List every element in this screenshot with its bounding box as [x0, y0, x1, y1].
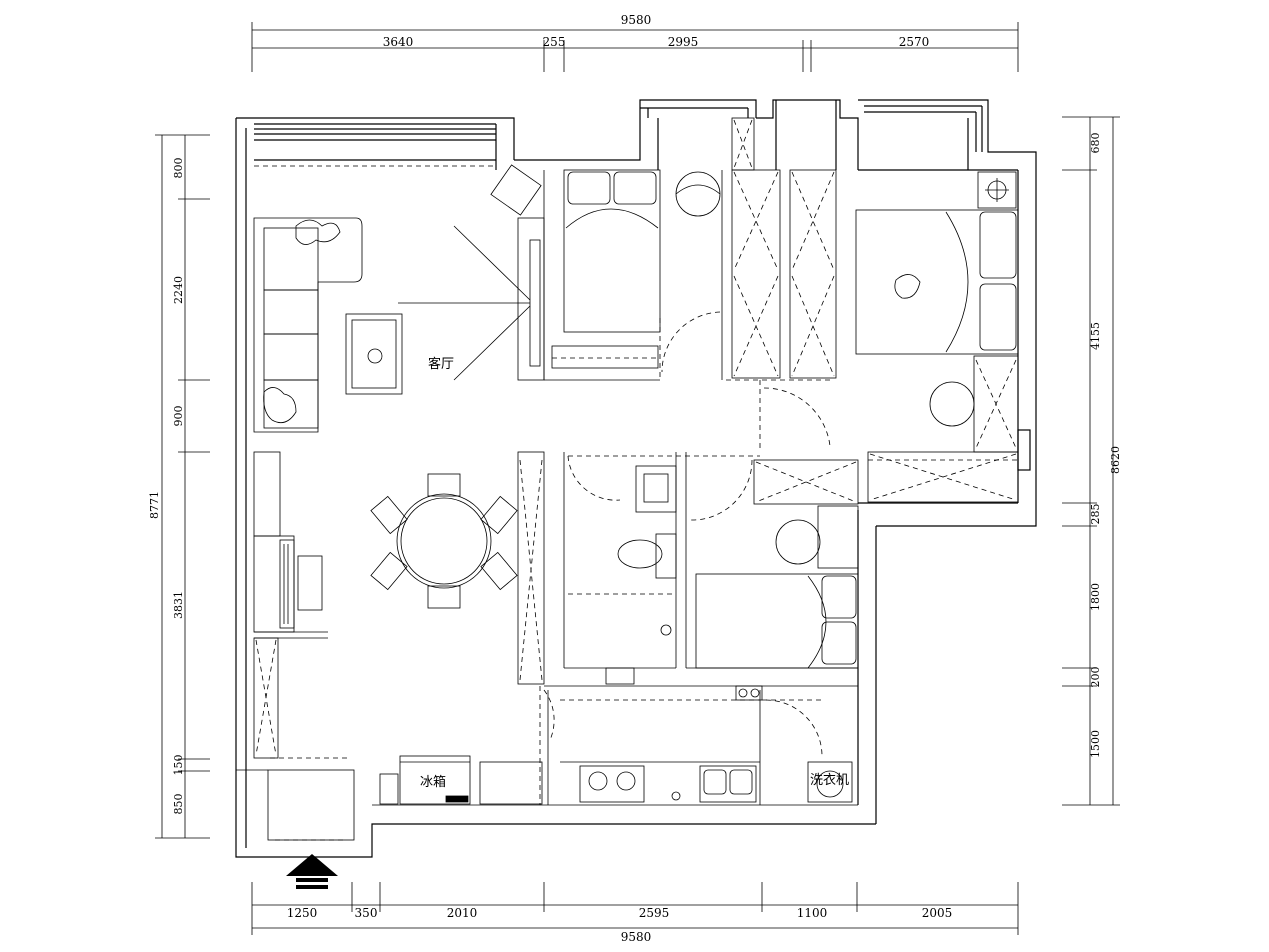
armchair-master — [929, 381, 975, 427]
gas-meter — [735, 685, 763, 701]
right-total-dimension: 8620 — [1109, 446, 1122, 474]
top-dimension-4: 2570 — [899, 35, 930, 49]
bottom-dimension-2: 350 — [355, 906, 378, 920]
outer-walls — [235, 99, 1037, 858]
top-total-dimension: 9580 — [621, 13, 652, 27]
stove — [579, 765, 681, 803]
door-swings — [543, 311, 831, 757]
left-dimension-chain — [155, 134, 210, 839]
armchair-3 — [775, 505, 859, 569]
bathroom — [617, 465, 677, 636]
left-dimension-2: 2240 — [172, 276, 185, 304]
right-dimension-2: 4155 — [1089, 322, 1102, 350]
left-dimension-6: 850 — [172, 794, 185, 815]
entry-arrow-icon — [286, 854, 338, 889]
bottom-dimension-4: 2595 — [639, 906, 670, 920]
bed-1 — [563, 169, 661, 333]
washing-machine — [807, 761, 853, 803]
washer-label: 洗衣机 — [810, 772, 849, 788]
entry-area — [236, 769, 355, 841]
fridge-label: 冰箱 — [420, 774, 446, 790]
top-dimension-chain — [251, 22, 1019, 72]
sofa — [253, 217, 363, 433]
kitchen-sink — [699, 765, 757, 803]
right-dimension-1: 680 — [1089, 133, 1102, 154]
right-dimension-6: 1500 — [1089, 730, 1102, 758]
fridge — [379, 755, 471, 805]
right-dimension-5: 200 — [1089, 667, 1102, 688]
interior-walls — [372, 117, 1019, 806]
desk-1 — [490, 164, 542, 216]
left-dimension-3: 900 — [172, 406, 185, 427]
tv-wall — [398, 225, 541, 381]
left-dimension-5: 150 — [172, 755, 185, 776]
bathroom-door-sill — [605, 667, 635, 685]
living-room-label: 客厅 — [428, 356, 454, 372]
master-bed — [855, 171, 1019, 355]
bottom-dimension-1: 1250 — [287, 906, 318, 920]
bottom-dimension-3: 2010 — [447, 906, 478, 920]
armchair-1 — [675, 171, 721, 217]
right-dimension-4: 1800 — [1089, 583, 1102, 611]
bottom-dimension-6: 2005 — [922, 906, 953, 920]
bottom-dimension-chain — [251, 882, 1019, 935]
bottom-total-dimension: 9580 — [621, 930, 652, 944]
dining-table — [370, 473, 518, 609]
bottom-dimension-5: 1100 — [797, 906, 828, 920]
top-dimension-3: 2995 — [668, 35, 699, 49]
left-dimension-1: 800 — [172, 158, 185, 179]
left-total-dimension: 8771 — [148, 491, 161, 519]
top-dimension-1: 3640 — [383, 35, 414, 49]
bed-3 — [695, 573, 859, 669]
coffee-table — [345, 313, 403, 395]
right-dimension-3: 285 — [1089, 504, 1102, 525]
kitchen-cabinet — [479, 761, 543, 805]
top-dimension-2: 255 — [543, 35, 566, 49]
right-dimension-chain — [1062, 116, 1120, 806]
piano — [253, 451, 328, 759]
wardrobe-crosses — [255, 119, 1017, 756]
left-dimension-4: 3831 — [172, 591, 185, 619]
